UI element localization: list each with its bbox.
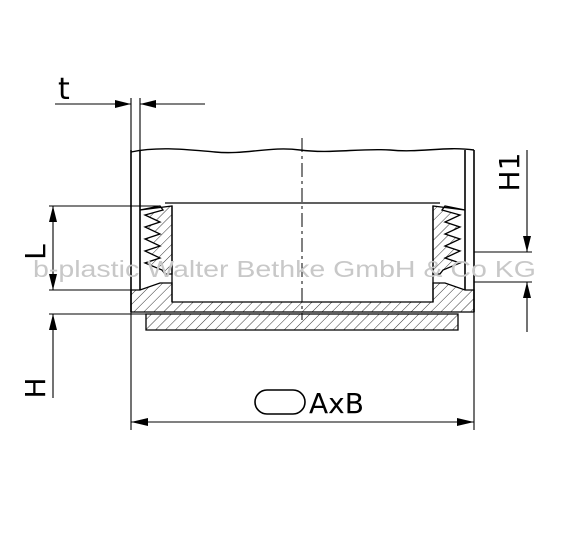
label-h1: H1 — [493, 153, 526, 192]
label-axb: AxB — [309, 387, 364, 420]
dim-h1 — [474, 150, 532, 332]
label-h: H — [19, 377, 52, 398]
tube-walls — [130, 150, 475, 312]
label-t: t — [58, 72, 70, 107]
dim-t — [55, 98, 205, 150]
cap-inner-lines — [165, 202, 440, 302]
oval-tube-profile-icon — [254, 389, 306, 415]
break-line — [130, 148, 475, 154]
watermark: b-plastic Walter Bethke GmbH & Co KG — [33, 256, 536, 282]
label-l: L — [19, 244, 52, 260]
dim-axb — [130, 312, 475, 430]
